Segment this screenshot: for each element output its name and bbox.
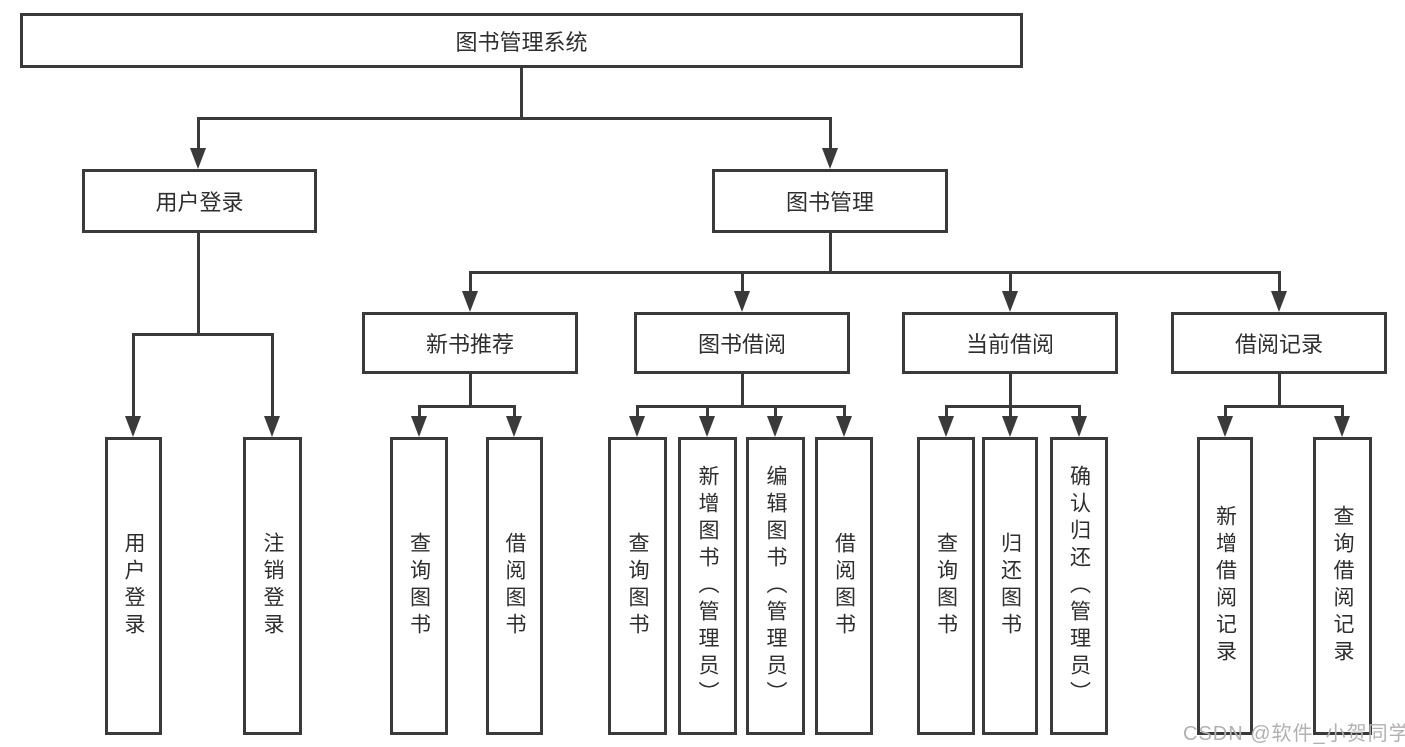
- connector-line: [417, 404, 516, 408]
- connector-line: [705, 406, 709, 418]
- arrow-down-icon: [699, 416, 715, 437]
- connector-line: [196, 233, 200, 334]
- connector-line: [740, 272, 744, 293]
- connector-line: [1008, 272, 1012, 293]
- node-book-borrow-label: 图书借阅: [697, 332, 786, 357]
- connector-line: [1223, 404, 1344, 408]
- connector-line: [944, 404, 1081, 408]
- leaf-record-query-label: 查询借阅记录: [1331, 505, 1354, 667]
- connector-line: [417, 406, 421, 418]
- leaf-user-login: 用户登录: [105, 437, 162, 735]
- arrow-down-icon: [1002, 416, 1018, 437]
- arrow-down-icon: [734, 291, 750, 312]
- leaf-user-login-label: 用户登录: [122, 532, 145, 640]
- leaf-current-return: 归还图书: [982, 437, 1038, 735]
- connector-line: [468, 374, 472, 406]
- node-book-mgmt: 图书管理: [712, 169, 948, 233]
- leaf-record-add: 新增借阅记录: [1197, 437, 1253, 735]
- arrow-down-icon: [462, 291, 478, 312]
- leaf-record-add-label: 新增借阅记录: [1213, 505, 1237, 667]
- connector-line: [773, 406, 777, 418]
- leaf-borrow-query-label: 查询图书: [626, 532, 649, 640]
- connector-line: [635, 404, 846, 408]
- connector-line: [635, 406, 639, 418]
- connector-line: [131, 332, 274, 336]
- connector-line: [842, 406, 846, 418]
- connector-line: [1008, 406, 1012, 418]
- leaf-current-query: 查询图书: [917, 437, 975, 735]
- arrow-down-icon: [1271, 291, 1287, 312]
- connector-line: [828, 233, 832, 272]
- arrow-down-icon: [411, 416, 427, 437]
- connector-line: [196, 116, 832, 120]
- connector-line: [519, 68, 523, 118]
- leaf-newbook-borrow: 借阅图书: [486, 437, 543, 735]
- arrow-down-icon: [767, 416, 783, 437]
- arrow-down-icon: [125, 416, 141, 437]
- connector-line: [1008, 374, 1012, 406]
- arrow-down-icon: [1002, 291, 1018, 312]
- connector-line: [1340, 406, 1344, 418]
- node-user-login-label: 用户登录: [155, 190, 244, 215]
- node-current-borrow: 当前借阅: [902, 312, 1118, 374]
- connector-line: [1077, 406, 1081, 418]
- leaf-borrow-add: 新增图书（管理员）: [678, 437, 737, 735]
- node-new-book-rec: 新书推荐: [362, 312, 578, 374]
- connector-line: [944, 406, 948, 418]
- arrow-down-icon: [938, 416, 954, 437]
- leaf-current-confirm: 确认归还（管理员）: [1050, 437, 1108, 735]
- leaf-newbook-borrow-label: 借阅图书: [503, 532, 526, 640]
- leaf-current-return-label: 归还图书: [998, 532, 1022, 640]
- connector-line: [468, 270, 1281, 274]
- node-root-label: 图书管理系统: [455, 29, 588, 55]
- leaf-borrow-add-label: 新增图书（管理员）: [696, 464, 719, 708]
- leaf-borrow-edit-label: 编辑图书（管理员）: [764, 464, 787, 708]
- arrow-down-icon: [1217, 416, 1233, 437]
- watermark: CSDN @软件_小贺同学: [1183, 723, 1405, 745]
- leaf-borrow-edit: 编辑图书（管理员）: [746, 437, 805, 735]
- leaf-borrow-borrow: 借阅图书: [815, 437, 873, 735]
- connector-line: [1277, 374, 1281, 406]
- arrow-down-icon: [822, 148, 838, 169]
- node-borrow-record: 借阅记录: [1171, 312, 1387, 374]
- leaf-current-query-label: 查询图书: [934, 532, 958, 640]
- arrow-down-icon: [264, 416, 280, 437]
- arrow-down-icon: [190, 148, 206, 169]
- leaf-logout-label: 注销登录: [261, 532, 284, 640]
- arrow-down-icon: [1071, 416, 1087, 437]
- arrow-down-icon: [1334, 416, 1350, 437]
- connector-line: [1223, 406, 1227, 418]
- leaf-borrow-borrow-label: 借阅图书: [832, 532, 856, 640]
- connector-line: [270, 334, 274, 420]
- connector-line: [512, 406, 516, 418]
- leaf-borrow-query: 查询图书: [608, 437, 667, 735]
- connector-line: [828, 118, 832, 150]
- connector-line: [1277, 272, 1281, 293]
- arrow-down-icon: [836, 416, 852, 437]
- leaf-newbook-query-label: 查询图书: [407, 532, 431, 640]
- leaf-logout: 注销登录: [243, 437, 302, 735]
- node-user-login: 用户登录: [82, 169, 317, 233]
- leaf-current-confirm-label: 确认归还（管理员）: [1067, 464, 1091, 708]
- connector-line: [740, 374, 744, 406]
- leaf-record-query: 查询借阅记录: [1313, 437, 1372, 735]
- node-new-book-rec-label: 新书推荐: [425, 332, 514, 357]
- node-current-borrow-label: 当前借阅: [965, 332, 1054, 357]
- leaf-newbook-query: 查询图书: [390, 437, 448, 735]
- node-book-borrow: 图书借阅: [634, 312, 850, 374]
- arrow-down-icon: [506, 416, 522, 437]
- node-root: 图书管理系统: [20, 13, 1023, 68]
- node-book-mgmt-label: 图书管理: [785, 190, 874, 215]
- connector-line: [196, 118, 200, 150]
- node-borrow-record-label: 借阅记录: [1234, 332, 1323, 357]
- connector-line: [131, 334, 135, 420]
- connector-line: [468, 272, 472, 293]
- arrow-down-icon: [629, 416, 645, 437]
